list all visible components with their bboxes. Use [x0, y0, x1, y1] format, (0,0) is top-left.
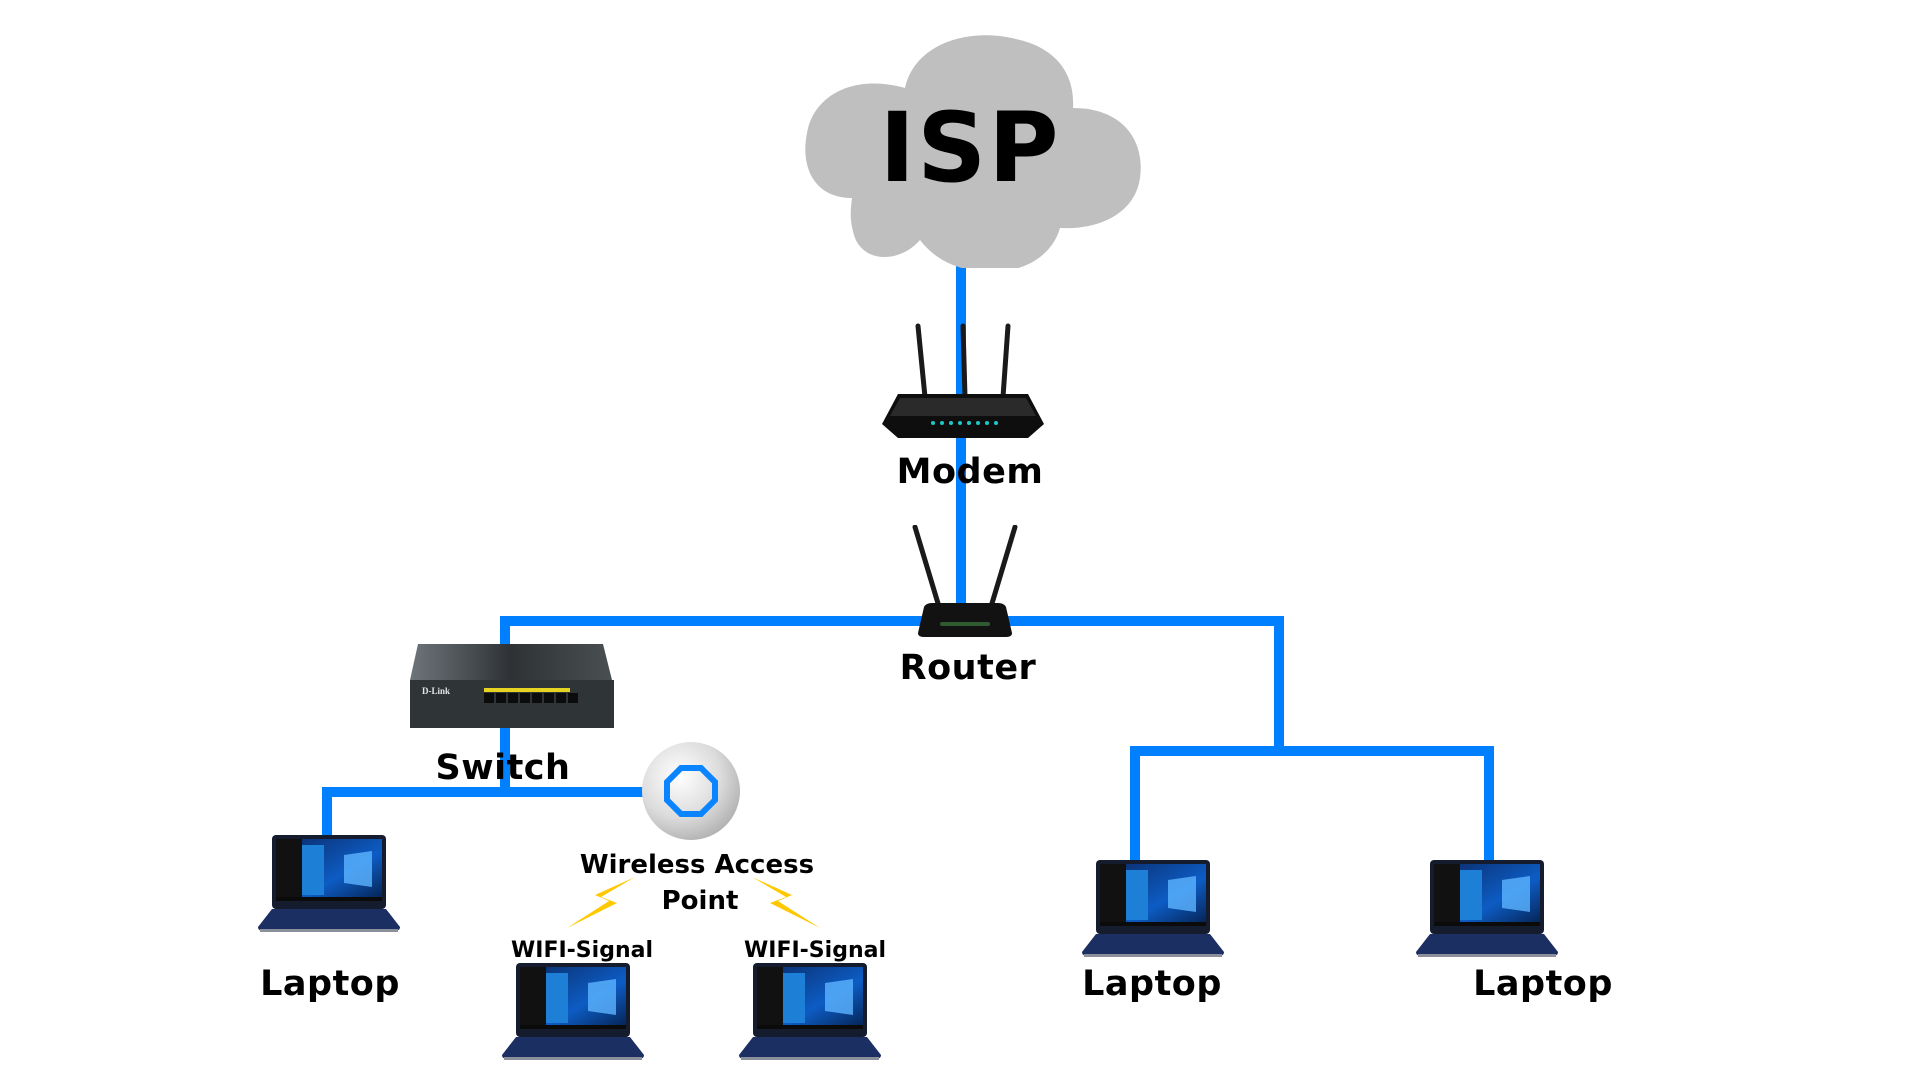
- wire-right-bus: [1130, 746, 1494, 756]
- modem-icon: [882, 323, 1044, 438]
- laptop-icon[interactable]: [737, 963, 883, 1061]
- access-point-label-line2: Point: [661, 886, 739, 916]
- laptop-icon[interactable]: [1414, 860, 1560, 958]
- wifi-signal-label-1: WIFI-Signal: [511, 938, 653, 963]
- wire-switch-laptop: [322, 787, 332, 837]
- laptop-icon[interactable]: [500, 963, 646, 1061]
- cloud-icon: [805, 35, 1141, 268]
- wifi-signal-bolt-right: [752, 877, 820, 928]
- access-point-label-line1: Wireless Access: [579, 850, 815, 880]
- wifi-signal-bolt-left: [567, 877, 635, 928]
- switch-icon: D-Link: [410, 644, 614, 728]
- wire-right-laptop-2: [1484, 746, 1494, 862]
- wire-router-bus: [500, 616, 1284, 626]
- wire-right-laptop-1: [1130, 746, 1140, 862]
- laptop-label-1: Laptop: [260, 964, 400, 1004]
- laptop-icon[interactable]: [256, 835, 402, 933]
- wire-switch-bus: [322, 787, 652, 797]
- isp-label: ISP: [879, 92, 1061, 204]
- access-point-icon: [642, 742, 740, 840]
- switch-label: Switch: [435, 748, 571, 788]
- wifi-signal-label-2: WIFI-Signal: [744, 938, 886, 963]
- modem-label: Modem: [896, 452, 1044, 492]
- router-icon: [912, 525, 1018, 637]
- router-label: Router: [899, 648, 1037, 688]
- laptop-label-2: Laptop: [1082, 964, 1222, 1004]
- laptop-label-3: Laptop: [1473, 964, 1613, 1004]
- wire-router-right-drop: [1274, 616, 1284, 756]
- laptop-icon[interactable]: [1080, 860, 1226, 958]
- switch-brand: D-Link: [422, 686, 450, 696]
